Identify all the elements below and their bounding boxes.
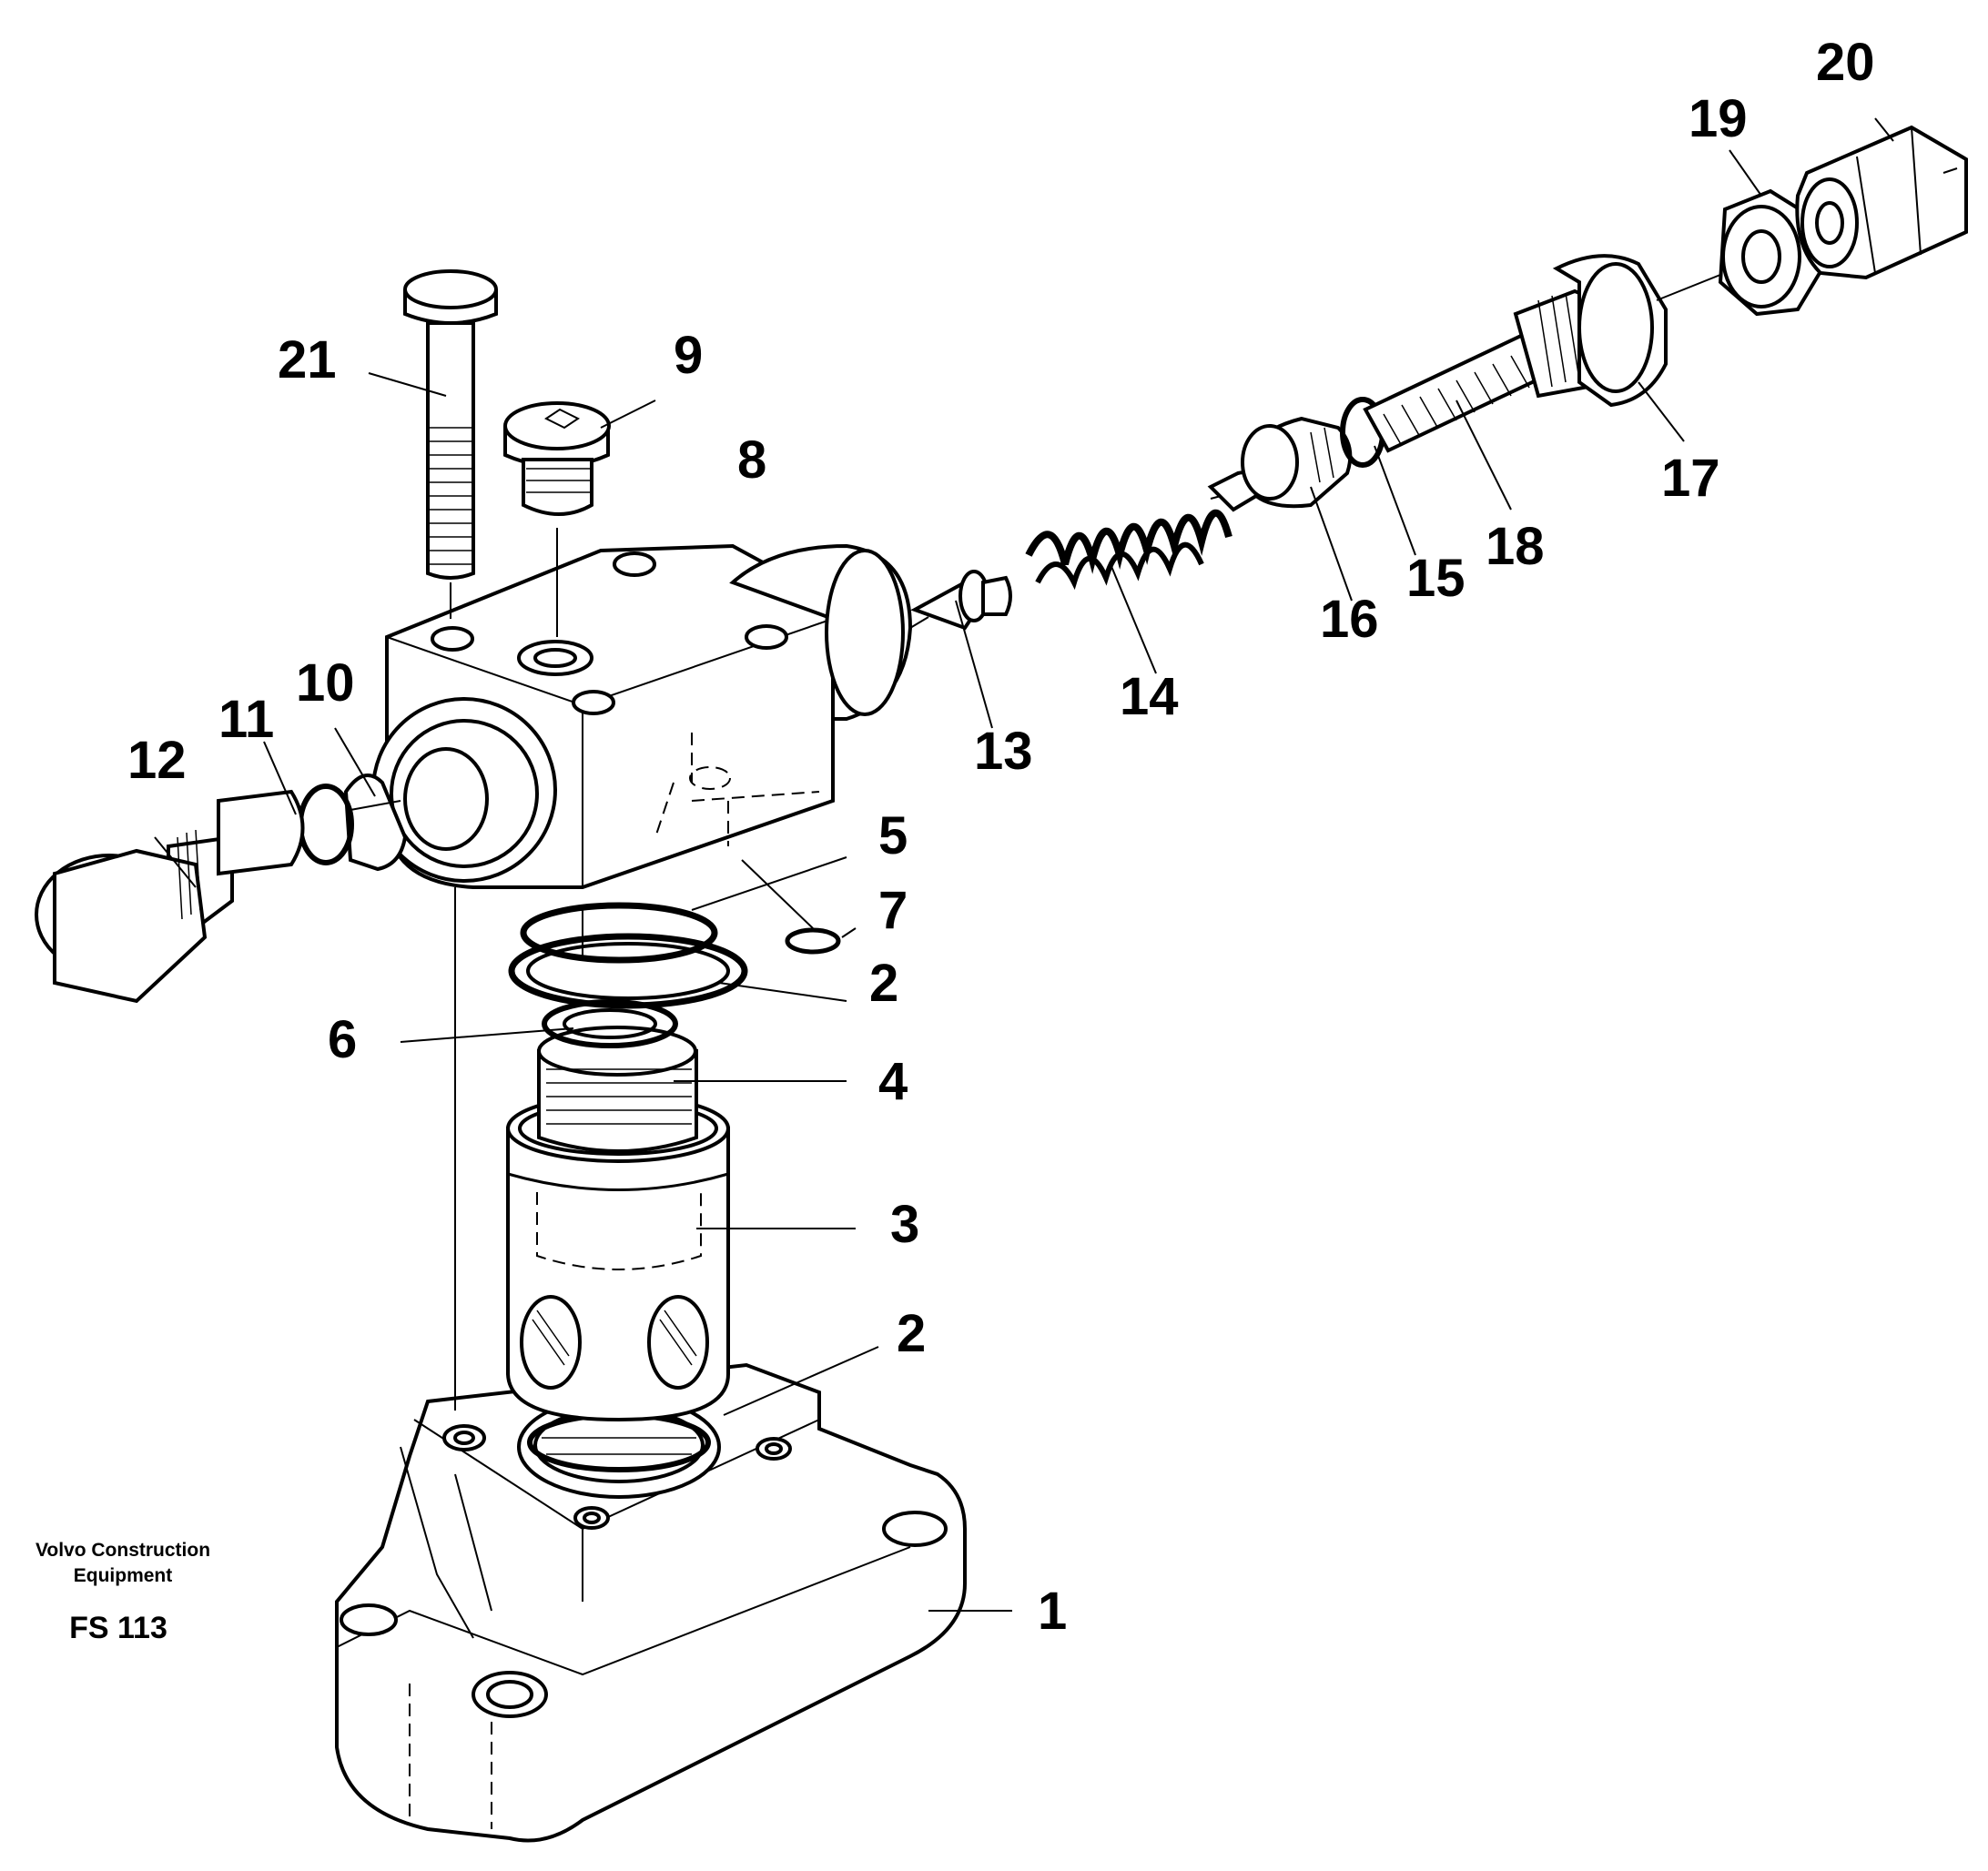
axis-to-13 (909, 616, 929, 629)
part-17-lock-nut (1513, 254, 1749, 442)
callout-8: 8 (737, 430, 766, 490)
callout-16: 16 (1320, 590, 1379, 649)
leader-11 (263, 741, 297, 815)
brand-caption: Volvo Construction Equipment (0, 1538, 246, 1589)
part-13-poppet (910, 570, 1012, 729)
callout-1: 1 (1038, 1582, 1067, 1641)
callout-20: 20 (1816, 33, 1875, 92)
callout-10: 10 (296, 653, 355, 713)
part-11-oring (298, 784, 354, 865)
part-7-small-oring (741, 859, 857, 955)
part-14-spring (1025, 491, 1239, 674)
part-12-end-cap (35, 789, 305, 1004)
callout-13: 13 (974, 722, 1033, 781)
brand-line-2: Equipment (73, 1565, 173, 1586)
callout-12: 12 (127, 731, 187, 790)
leader-12 (154, 836, 197, 888)
callout-15: 15 (1406, 549, 1466, 608)
leader-2-lower (723, 1346, 879, 1416)
part-5-backup-ring (520, 856, 847, 964)
callout-21: 21 (278, 330, 337, 389)
figure-code: FS 113 (69, 1611, 167, 1645)
callout-3: 3 (890, 1195, 919, 1254)
part-16-spring-seat (1207, 416, 1353, 602)
callout-17: 17 (1661, 449, 1720, 508)
callout-18: 18 (1486, 517, 1545, 576)
part-20-cap-nut (1795, 117, 1968, 280)
callout-14: 14 (1120, 667, 1179, 726)
part-6-inner-ring (400, 999, 678, 1048)
callout-19: 19 (1689, 89, 1748, 148)
brand-line-1: Volvo Construction (35, 1540, 211, 1561)
part-19-nut (1718, 149, 1828, 317)
leader-10 (334, 727, 376, 797)
callout-6: 6 (328, 1010, 357, 1069)
part-9-plug (503, 399, 656, 637)
callout-11: 11 (218, 690, 274, 749)
callout-5: 5 (878, 806, 908, 865)
part-8-valve-body (371, 543, 913, 889)
callout-4: 4 (878, 1052, 908, 1111)
part-10-piston (343, 774, 408, 872)
part-21-bolt (368, 269, 498, 619)
callout-7: 7 (878, 881, 908, 940)
part-2-upper-seal (508, 933, 847, 1009)
callout-2-lower: 2 (897, 1304, 926, 1363)
callout-9: 9 (674, 326, 703, 385)
callout-2-upper: 2 (869, 954, 898, 1013)
